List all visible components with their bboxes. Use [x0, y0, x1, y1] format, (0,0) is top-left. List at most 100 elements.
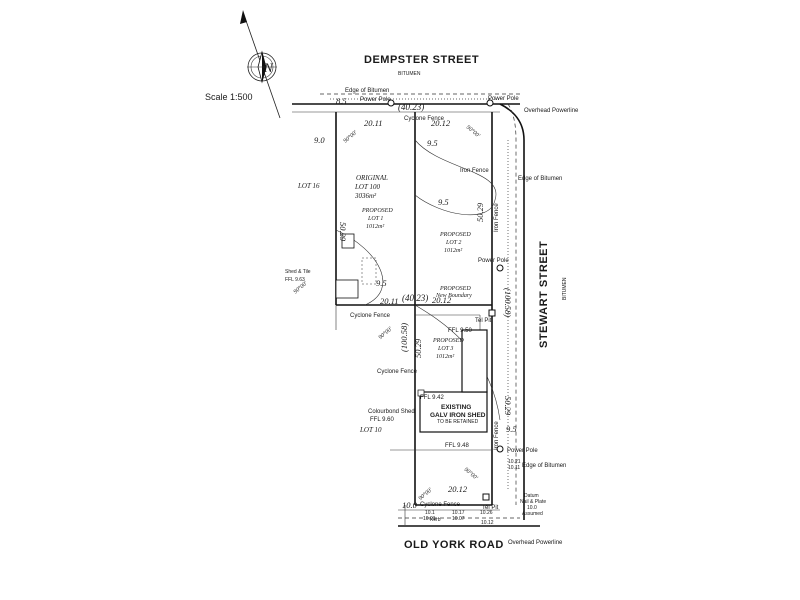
old-york-road-label: OLD YORK ROAD: [404, 539, 504, 551]
colourbond-ffl: FFL 9.60: [370, 417, 394, 423]
dim-angle-mid: 90°00': [377, 325, 394, 341]
dempster-road-lines: [292, 93, 520, 113]
lot2-name: LOT 2: [445, 240, 461, 246]
tel-pit-bottom-marker: [482, 493, 490, 501]
stewart-road-lines: [499, 103, 525, 520]
dim-top-left-seg: 20.11: [364, 118, 383, 128]
kerb-level-1b: 10.01: [423, 516, 436, 522]
kerb-level-1: 10.1: [425, 510, 435, 516]
datum-line4: Assumed: [522, 511, 543, 517]
shed-tile: Shed & Tile: [285, 269, 311, 275]
north-arrow: N: [240, 10, 281, 119]
power-pole-mid: Power Pole: [478, 258, 509, 264]
lot3-name: LOT 3: [437, 346, 453, 352]
dim-east-lower: 50.29: [503, 396, 513, 416]
side-spot: 10.21: [508, 459, 521, 465]
power-pole-mid-marker: [496, 264, 504, 272]
dim-west-side: (100.58): [399, 323, 409, 352]
cyclone-fence-mid: Cyclone Fence: [350, 313, 391, 319]
dim-lot1-side: 50.29: [338, 222, 348, 242]
power-poles: [387, 99, 504, 501]
datum-line1: Datum: [524, 493, 539, 499]
dim-east-side: (100.58): [503, 288, 513, 317]
dim-angle-top-right: 90°00': [465, 124, 482, 140]
power-pole-top-right: Power Pole: [488, 96, 519, 102]
original-area: 3036m²: [354, 192, 377, 200]
dim-mid-frontage: (40.23): [402, 293, 428, 303]
edge-bitumen-right: Edge of Bitumen: [518, 176, 562, 182]
original-lot: LOT 100: [354, 183, 380, 191]
dim-mid-right-seg: 20.12: [432, 295, 452, 305]
scale-label: Scale 1:500: [205, 92, 253, 102]
feature-labels: Edge of Bitumen Power Pole Power Pole Ov…: [285, 88, 579, 546]
lot-10: LOT 10: [359, 426, 382, 434]
overhead-powerline-top: Overhead Powerline: [524, 108, 579, 114]
lot3-area: 1012m²: [436, 354, 454, 360]
dim-arc-1: 9.5: [427, 138, 438, 148]
kerb-level-3b: 10.12: [481, 520, 494, 526]
dim-angle-bottom-left: 90°00': [417, 486, 434, 502]
shed-title-1: EXISTING: [441, 404, 471, 411]
dim-bottom-left: 10.0: [402, 500, 418, 510]
dim-top-frontage: (40.23): [398, 102, 424, 112]
edge-bitumen-low: Edge of Bitumen: [522, 463, 566, 469]
kerb-label: Kerb: [430, 517, 441, 523]
shed-ffl: FFL 9.63: [285, 277, 305, 283]
dim-mid-left-seg: 20.11: [380, 296, 399, 306]
lot3-proposed: PROPOSED: [432, 338, 464, 344]
dim-left-setback: 9.0: [314, 135, 325, 145]
tel-pit-mid-marker: [488, 309, 496, 317]
dim-arc-2: 9.5: [438, 197, 449, 207]
datum-line2: Nail & Plate: [520, 499, 546, 505]
ffl-shed-left: FFL 9.42: [420, 395, 444, 401]
power-pole-low-marker: [496, 445, 504, 453]
dim-angle-top-left: 90°00': [342, 129, 359, 145]
kerb-level-3: 10.26: [480, 510, 493, 516]
iron-fence-1: Iron Fence: [460, 168, 489, 174]
dimensions: 8.5 (40.23) 20.11 20.12 9.0 90°00' 90°00…: [292, 96, 516, 510]
dempster-street-label: DEMPSTER STREET: [364, 54, 479, 66]
dim-lot3-side: 50.29: [413, 338, 423, 358]
stewart-surface-label: BITUMEN: [562, 277, 568, 300]
side-spot-b: 10.11: [508, 465, 520, 471]
cyclone-fence-lot3: Cyclone Fence: [377, 369, 418, 375]
overhead-powerline-bottom: Overhead Powerline: [508, 540, 563, 546]
old-york-road-lines: [398, 509, 540, 527]
spot-levels: FFL 9.50 FFL 9.42 FFL 9.48 10.1 10.01 10…: [420, 328, 521, 526]
lot1-name: LOT 1: [367, 216, 383, 222]
dempster-surface-label: BITUMEN: [398, 71, 421, 77]
colourbond-shed: Colourbond Shed: [368, 409, 415, 415]
cyclone-fence-top: Cyclone Fence: [404, 116, 445, 122]
cyclone-fence-bottom: Cyclone Fence: [420, 502, 461, 508]
small-structures: [335, 233, 377, 299]
dim-top-right-seg: 20.12: [431, 118, 451, 128]
lot-labels: LOT 16 LOT 10 ORIGINAL LOT 100 3036m² PR…: [297, 174, 472, 434]
lot2-proposed: PROPOSED: [439, 232, 471, 238]
shed-labels: EXISTING GALV IRON SHED TO BE RETAINED: [430, 404, 486, 425]
dim-arc-3: 9.5: [376, 278, 387, 288]
existing-shed: [417, 329, 488, 433]
original-title: ORIGINAL: [356, 174, 388, 182]
shed-title-2: GALV IRON SHED: [430, 412, 486, 419]
lot2-area: 1012m²: [444, 248, 462, 254]
stewart-street-label: STEWART STREET: [538, 241, 550, 348]
kerb-level-2b: 10.07: [452, 516, 465, 522]
shed-note: TO BE RETAINED: [437, 419, 479, 425]
power-pole-top-left: Power Pole: [360, 97, 391, 103]
lot1-area: 1012m²: [366, 224, 384, 230]
new-boundary-1: PROPOSED: [439, 286, 471, 292]
tel-pit-mid: Tel Pit: [475, 318, 492, 324]
power-pole-top-right-marker: [486, 99, 494, 107]
dim-bottom-seg: 20.12: [448, 484, 468, 494]
power-pole-low: Power Pole: [507, 448, 538, 454]
lot-boundaries: [335, 112, 493, 525]
ffl-shed-bottom: FFL 9.48: [445, 443, 469, 449]
datum-line3: 10.0: [527, 505, 537, 511]
ffl-lot3: FFL 9.50: [448, 328, 472, 334]
new-boundary-2: New Boundary: [435, 293, 472, 299]
power-pole-top-left-marker: [387, 99, 395, 107]
dim-top-offset: 8.5: [336, 96, 347, 106]
north-label: N: [263, 60, 274, 75]
dim-rear-arc: 9.5: [506, 424, 517, 434]
